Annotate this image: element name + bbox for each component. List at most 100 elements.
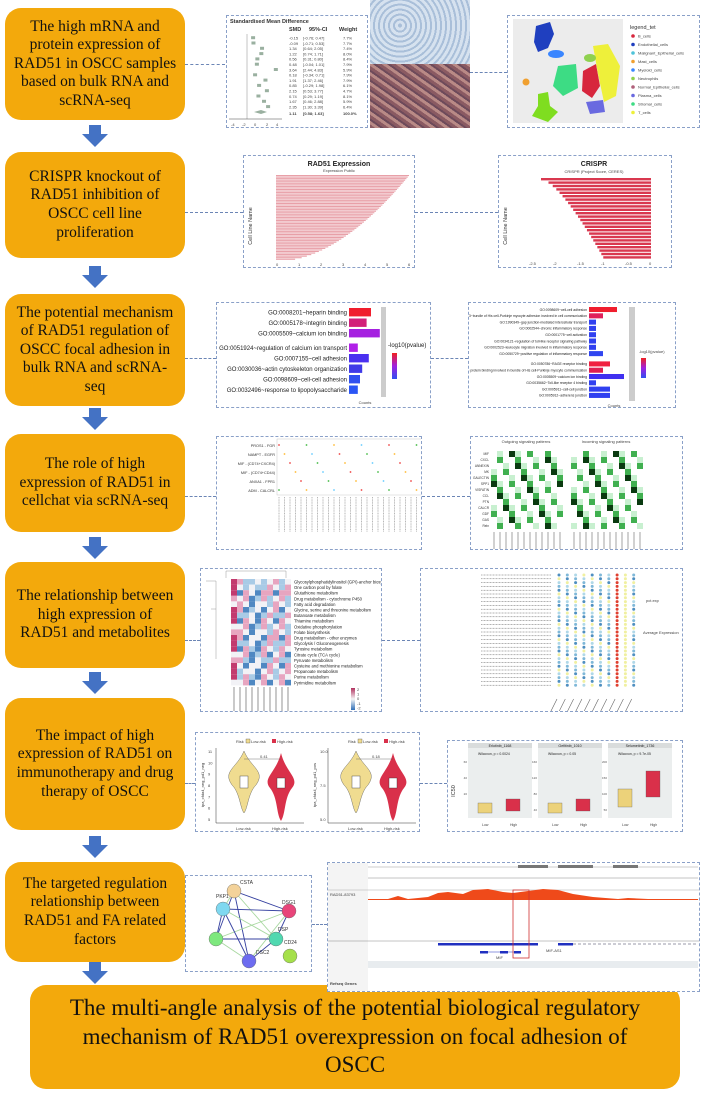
dot: [574, 581, 578, 585]
heat-cell: [595, 451, 601, 457]
dot: [344, 462, 346, 464]
pathway-label: Fatty acid degradation: [294, 602, 336, 607]
bar: [586, 229, 651, 232]
heat-cell: [533, 517, 539, 523]
dot: [615, 668, 619, 672]
dot: [565, 619, 569, 623]
x-tick: 6: [408, 262, 411, 267]
heat-cell: [261, 590, 267, 596]
x-tick: -2: [553, 261, 557, 266]
heat-cell: [243, 629, 249, 635]
heat-cell: [533, 511, 539, 517]
heat-cell: [267, 646, 273, 652]
heat-cell: [285, 651, 291, 658]
dot: [615, 672, 619, 676]
bar: [276, 176, 408, 178]
heat-cell: [267, 635, 273, 641]
dot: [590, 657, 594, 661]
chart-legend: CRISPR (Project Score, CERES): [565, 169, 625, 174]
heat-cell: [249, 657, 255, 663]
heat-cell: [243, 607, 249, 613]
heat-cell: [583, 487, 589, 493]
heat-cell: [557, 469, 563, 475]
heat-cell: [491, 511, 497, 517]
box-low: [617, 788, 633, 808]
heat-cell: [285, 579, 291, 585]
dot: [632, 672, 636, 676]
heat-cell: [509, 493, 515, 499]
heat-cell: [509, 457, 515, 463]
dot: [615, 626, 619, 630]
heat-cell: [625, 517, 631, 523]
dot: [366, 453, 368, 455]
dot: [599, 607, 602, 611]
ligand-receptor-pair: MIF - (CD74+CD44): [241, 471, 276, 475]
dot: [590, 584, 594, 588]
dot: [632, 676, 636, 680]
dot: [333, 489, 335, 491]
heat-cell: [237, 646, 243, 652]
dot: [590, 588, 594, 592]
heat-cell: [601, 451, 607, 457]
heat-cell: [509, 505, 515, 511]
y-tick: 120: [532, 776, 537, 780]
heat-cell: [267, 663, 273, 669]
go-bar: [589, 344, 596, 350]
dot: [599, 664, 602, 668]
interaction-edge: [248, 910, 290, 962]
heat-cell: [619, 487, 625, 493]
heat-cell: [503, 487, 509, 493]
heat-cell: [583, 517, 589, 523]
heat-cell: [231, 646, 237, 652]
heat-cell: [279, 674, 285, 680]
heat-cell: [267, 651, 273, 658]
dot: [590, 641, 594, 645]
dot: [582, 622, 586, 626]
bar: [276, 212, 375, 214]
bar: [577, 215, 651, 218]
heat-cell: [521, 481, 527, 487]
go-bar: [589, 307, 617, 313]
rad51-expression-chart: RAD51 Expression Expression Public Cell …: [243, 155, 415, 268]
heat-cell: [243, 663, 249, 669]
legend-item: Plasma_cells: [638, 93, 662, 98]
heat-cell: [527, 457, 533, 463]
chart-title: RAD51 Expression: [308, 161, 371, 168]
dot: [565, 600, 569, 604]
heat-cell: [607, 523, 613, 529]
dot: [632, 664, 636, 668]
heat-cell: [237, 595, 243, 602]
dot: [607, 672, 611, 676]
bar: [276, 224, 361, 226]
legend-item: Myeloid_cells: [638, 68, 662, 73]
dot: [574, 638, 578, 642]
legend-swatch: [631, 76, 635, 81]
dot: [615, 660, 619, 664]
dot: [615, 588, 619, 592]
go-bar: [349, 375, 360, 384]
heat-cell: [261, 601, 267, 607]
dot: [410, 480, 412, 482]
heat-cell: [273, 612, 279, 619]
heat-cell: [279, 612, 285, 619]
dot: [557, 615, 561, 619]
dot: [623, 573, 627, 577]
pathway-label: Butanoate metabolism: [294, 613, 336, 618]
heat-cell: [637, 523, 643, 529]
dot: [574, 657, 578, 661]
y-tick: 100: [602, 792, 607, 796]
heat-cell: [521, 469, 527, 475]
color-scale: [351, 688, 355, 710]
legend-item: B_cells: [638, 34, 651, 39]
dot: [582, 573, 586, 577]
heat-cell: [607, 487, 613, 493]
heat-cell: [231, 595, 237, 602]
heat-cell: [577, 475, 583, 481]
heat-cell: [237, 640, 243, 647]
dot: [565, 679, 569, 683]
dot: [615, 600, 619, 604]
heat-cell: [491, 523, 497, 529]
heat-cell: [497, 451, 503, 457]
dot: [632, 668, 636, 672]
